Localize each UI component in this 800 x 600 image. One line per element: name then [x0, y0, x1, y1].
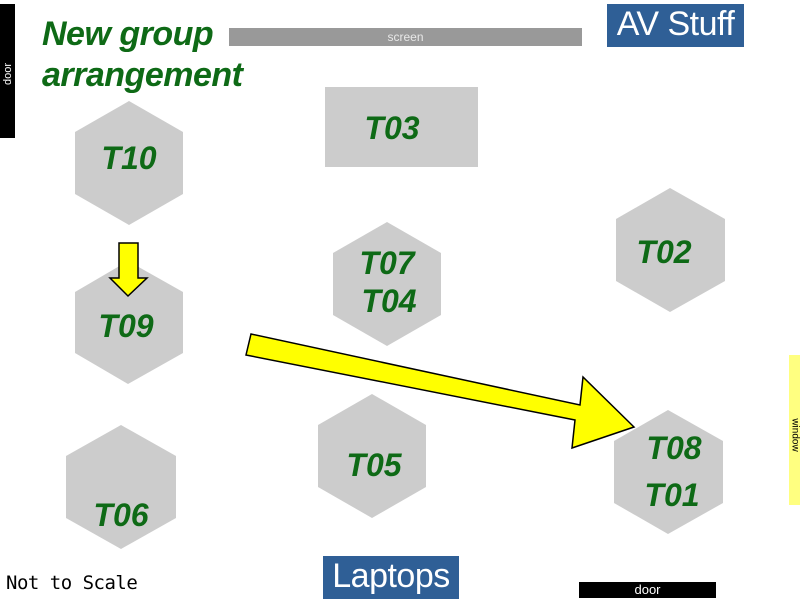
table-label-t02: T02 — [636, 234, 691, 270]
door-bottom: door — [579, 582, 716, 598]
title-line-1: New group — [42, 15, 214, 53]
table-label-t06: T06 — [93, 497, 148, 533]
av-stuff-box: AV Stuff — [607, 4, 744, 47]
window-right: window — [789, 355, 800, 505]
projection-screen: screen — [229, 28, 582, 46]
title-line-2: arrangement — [42, 56, 243, 94]
table-t10: T10 — [75, 101, 183, 225]
table-t05: T05 — [318, 394, 426, 518]
arrow-t09-to-t08 — [245, 333, 636, 450]
table-label-t04: T04 — [361, 283, 416, 319]
table-label-t08: T08 — [646, 430, 701, 466]
scale-note: Not to Scale — [6, 572, 138, 594]
table-t03: T03 — [325, 87, 478, 167]
arrow-t10-to-t09 — [108, 242, 149, 298]
table-t08-t01: T08 T01 — [614, 410, 723, 534]
table-t06: T06 — [66, 425, 176, 549]
table-label-t05: T05 — [346, 447, 402, 483]
table-label-t09: T09 — [98, 308, 153, 344]
table-t09: T09 — [75, 261, 183, 384]
page-title: New group arrangement — [42, 14, 243, 96]
table-label-t07: T07 — [359, 245, 416, 281]
table-t02: T02 — [616, 188, 725, 312]
door-left: door — [0, 4, 15, 138]
laptops-box: Laptops — [323, 556, 459, 599]
table-label-t03: T03 — [364, 110, 419, 146]
table-t07-t04: T07 T04 — [333, 222, 441, 346]
table-label-t01: T01 — [644, 477, 699, 513]
table-label-t10: T10 — [101, 140, 156, 176]
